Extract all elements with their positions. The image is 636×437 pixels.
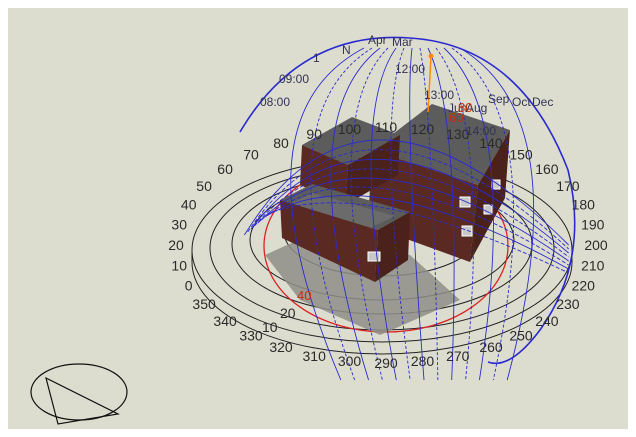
dome-parallel bbox=[254, 168, 569, 258]
hour-label: 12:00 bbox=[395, 62, 425, 76]
hour-label: 08:00 bbox=[260, 95, 290, 109]
dome-meridian bbox=[451, 47, 514, 381]
hour-label: 13:00 bbox=[424, 88, 454, 102]
month-label: Apr bbox=[368, 33, 387, 47]
window-2 bbox=[459, 196, 471, 208]
dome-meridian bbox=[459, 47, 535, 381]
azimuth-label: 220 bbox=[572, 277, 596, 293]
azimuth-label: 50 bbox=[196, 178, 212, 194]
azimuth-label: 290 bbox=[374, 355, 398, 371]
dome-meridian bbox=[443, 47, 494, 381]
dome-parallel bbox=[247, 149, 569, 250]
dome-rim bbox=[239, 36, 576, 364]
azimuth-label: 10 bbox=[171, 258, 187, 274]
month-label: Aug bbox=[466, 101, 487, 115]
wall-front bbox=[280, 200, 378, 282]
azimuth-label: 270 bbox=[446, 348, 470, 364]
azimuth-label: 300 bbox=[338, 353, 362, 369]
dome-meridian bbox=[290, 47, 365, 381]
azimuth-label: 20 bbox=[168, 237, 184, 253]
altitude-label: 10 bbox=[262, 319, 278, 335]
azimuth-label: 80 bbox=[273, 135, 289, 151]
azimuth-label: 0 bbox=[185, 277, 193, 293]
azimuth-label: 60 bbox=[217, 161, 233, 177]
azimuth-label: 140 bbox=[479, 135, 503, 151]
month-label: Oct bbox=[512, 95, 531, 109]
azimuth-label: 180 bbox=[572, 197, 596, 213]
dome-meridian bbox=[435, 47, 475, 381]
azimuth-label: 350 bbox=[192, 296, 216, 312]
sun-label: 80 bbox=[458, 100, 472, 115]
azimuth-label: 260 bbox=[479, 339, 503, 355]
azimuth-label: 280 bbox=[411, 353, 435, 369]
altitude-labels: 10 20 30 40 bbox=[262, 288, 311, 335]
azimuth-label: 120 bbox=[411, 121, 435, 137]
azimuth-label: 210 bbox=[581, 258, 605, 274]
dome-meridian bbox=[409, 47, 425, 381]
orientation-triangle-icon[interactable] bbox=[30, 363, 128, 425]
azimuth-label: 40 bbox=[181, 197, 197, 213]
azimuth-label: 320 bbox=[269, 339, 293, 355]
dome-meridian bbox=[370, 47, 397, 381]
dome-parallel bbox=[267, 202, 569, 274]
sky-dome bbox=[239, 36, 576, 381]
dome-parallel bbox=[244, 139, 569, 246]
sun-time-labels: 09:00 08:00 12:00 13:00 14:00 Apr Mar Se… bbox=[260, 33, 553, 138]
window-1 bbox=[367, 251, 381, 262]
azimuth-label: 170 bbox=[556, 178, 580, 194]
sun-label: 60 bbox=[449, 110, 463, 125]
azimuth-label: 100 bbox=[338, 121, 362, 137]
misc-label: N bbox=[342, 43, 351, 57]
dome-parallel bbox=[260, 186, 569, 266]
month-label: Jun bbox=[448, 101, 467, 115]
window-3 bbox=[461, 225, 473, 237]
altitude-label: 40 bbox=[297, 288, 311, 303]
azimuth-label: 240 bbox=[535, 313, 559, 329]
dome-parallel bbox=[250, 158, 569, 254]
azimuth-label: 310 bbox=[303, 348, 327, 364]
azimuth-label: 90 bbox=[306, 126, 322, 142]
azimuth-label: 200 bbox=[584, 237, 608, 253]
window-4 bbox=[483, 204, 493, 215]
azimuth-label: 330 bbox=[239, 327, 263, 343]
azimuth-label: 70 bbox=[243, 147, 259, 163]
azimuth-label: 250 bbox=[509, 327, 533, 343]
azimuth-label: 150 bbox=[509, 147, 533, 163]
hour-label: 09:00 bbox=[279, 72, 309, 86]
dome-meridian bbox=[350, 47, 389, 381]
dome-parallel bbox=[257, 177, 569, 262]
misc-label: 1 bbox=[313, 51, 320, 65]
azimuth-label: 110 bbox=[375, 119, 398, 135]
roof-right bbox=[372, 104, 510, 185]
azimuth-label: 190 bbox=[581, 217, 605, 233]
azimuth-label: 30 bbox=[171, 217, 187, 233]
azimuth-label: 230 bbox=[556, 296, 580, 312]
altitude-label: 20 bbox=[280, 305, 296, 321]
month-label: Mar bbox=[392, 35, 413, 49]
azimuth-label: 340 bbox=[213, 313, 237, 329]
month-label: Sep bbox=[488, 92, 510, 106]
dome-meridian bbox=[419, 47, 439, 381]
courtyard bbox=[288, 193, 395, 228]
building-shadow bbox=[265, 230, 460, 335]
hour-label: 14:00 bbox=[466, 124, 496, 138]
azimuth-label: 130 bbox=[446, 126, 470, 142]
azimuth-label: 160 bbox=[535, 161, 559, 177]
wall-left-side bbox=[345, 135, 400, 205]
wall-front-side bbox=[375, 212, 410, 282]
dome-parallel bbox=[264, 194, 569, 270]
sun-marker[interactable] bbox=[427, 53, 434, 113]
month-label: Dec bbox=[532, 95, 553, 109]
